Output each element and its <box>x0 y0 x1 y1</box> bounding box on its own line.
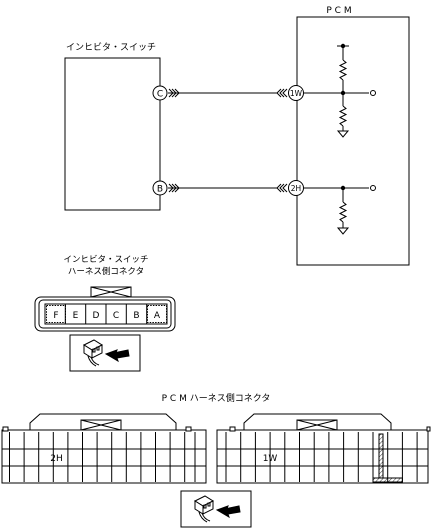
pin-label: E <box>73 311 79 321</box>
pcm-connector-left-half <box>1 413 207 484</box>
terminal-1w: 1W <box>288 85 304 101</box>
inhibitor-switch-box: インヒビタ・スイッチ <box>64 42 161 211</box>
svg-text:C: C <box>157 90 163 100</box>
pin-label: F <box>53 311 58 321</box>
svg-text:1W: 1W <box>290 89 303 98</box>
junction-dot <box>340 90 346 96</box>
junction-dot <box>340 43 346 49</box>
svg-text:B: B <box>157 185 163 195</box>
pcm-connector-right-half <box>216 413 431 484</box>
junction-dot <box>340 185 346 191</box>
pin-label: D <box>93 311 100 321</box>
pcm-box: P C M <box>296 6 410 266</box>
pin-label: C <box>113 311 119 321</box>
switch-connector-caption-line2: ハーネス側コネクタ <box>68 266 144 277</box>
switch-connector-caption-line1: インヒビタ・スイッチ <box>63 255 148 265</box>
pin-label: A <box>154 311 161 321</box>
wire-c-1w <box>168 88 369 98</box>
pin-label-2h: 2H <box>50 454 63 464</box>
svg-text:2H: 2H <box>291 184 301 193</box>
connector-view-icon <box>180 490 252 528</box>
terminal-c: C <box>152 85 168 101</box>
switch-connector-pins: F E D C B A <box>53 311 161 321</box>
wire-b-2h <box>168 183 369 193</box>
inhibitor-switch-connector <box>34 286 176 332</box>
connector-view-icon <box>69 334 141 372</box>
pcm-connector-caption: P C M ハーネス側コネクタ <box>162 392 271 404</box>
pcm-title: P C M <box>326 6 351 16</box>
terminal-2h: 2H <box>288 180 304 196</box>
pcm-internal-circuit-2h <box>336 185 376 235</box>
pin-label: B <box>133 311 139 321</box>
terminal-b: B <box>152 180 168 196</box>
switch-title: インヒビタ・スイッチ <box>66 42 156 53</box>
pin-label-1w: 1W <box>263 454 278 464</box>
